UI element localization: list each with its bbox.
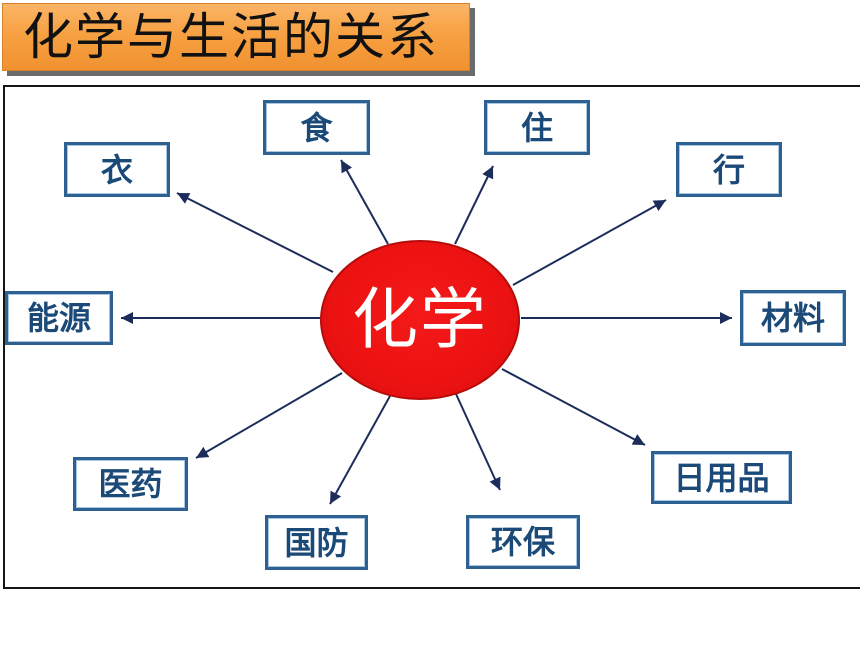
arrow-to-environment (455, 393, 501, 491)
node-label: 衣 (100, 150, 133, 189)
arrow-to-food (340, 159, 389, 245)
center-label: 化学 (352, 281, 488, 358)
node-label: 日用品 (673, 458, 770, 497)
node-materials: 材料 (740, 290, 846, 346)
node-defense: 国防 (265, 515, 368, 570)
node-medicine: 医药 (73, 457, 188, 511)
arrow-to-clothing (176, 192, 334, 273)
node-energy: 能源 (5, 291, 113, 345)
arrow-to-housing (454, 165, 494, 245)
node-label: 环保 (490, 523, 555, 561)
arrow-to-defense (329, 395, 391, 505)
node-housing: 住 (484, 100, 590, 155)
node-label: 医药 (98, 465, 163, 503)
node-label: 材料 (760, 299, 825, 337)
node-label: 国防 (284, 523, 349, 562)
arrow-to-daily-goods (501, 368, 646, 446)
node-environment: 环保 (466, 515, 580, 569)
node-daily-goods: 日用品 (651, 451, 792, 504)
node-label: 住 (520, 108, 553, 147)
arrow-to-transport (512, 199, 667, 286)
node-label: 食 (300, 108, 333, 147)
node-label: 行 (712, 150, 745, 189)
title-banner: 化学与生活的关系 (2, 3, 470, 71)
node-clothing: 衣 (64, 142, 170, 197)
node-label: 能源 (26, 299, 91, 337)
arrow-to-medicine (195, 372, 343, 459)
node-food: 食 (263, 100, 370, 155)
slide-title: 化学与生活的关系 (23, 8, 439, 66)
node-transport: 行 (676, 142, 782, 197)
center-node: 化学 (320, 240, 520, 400)
